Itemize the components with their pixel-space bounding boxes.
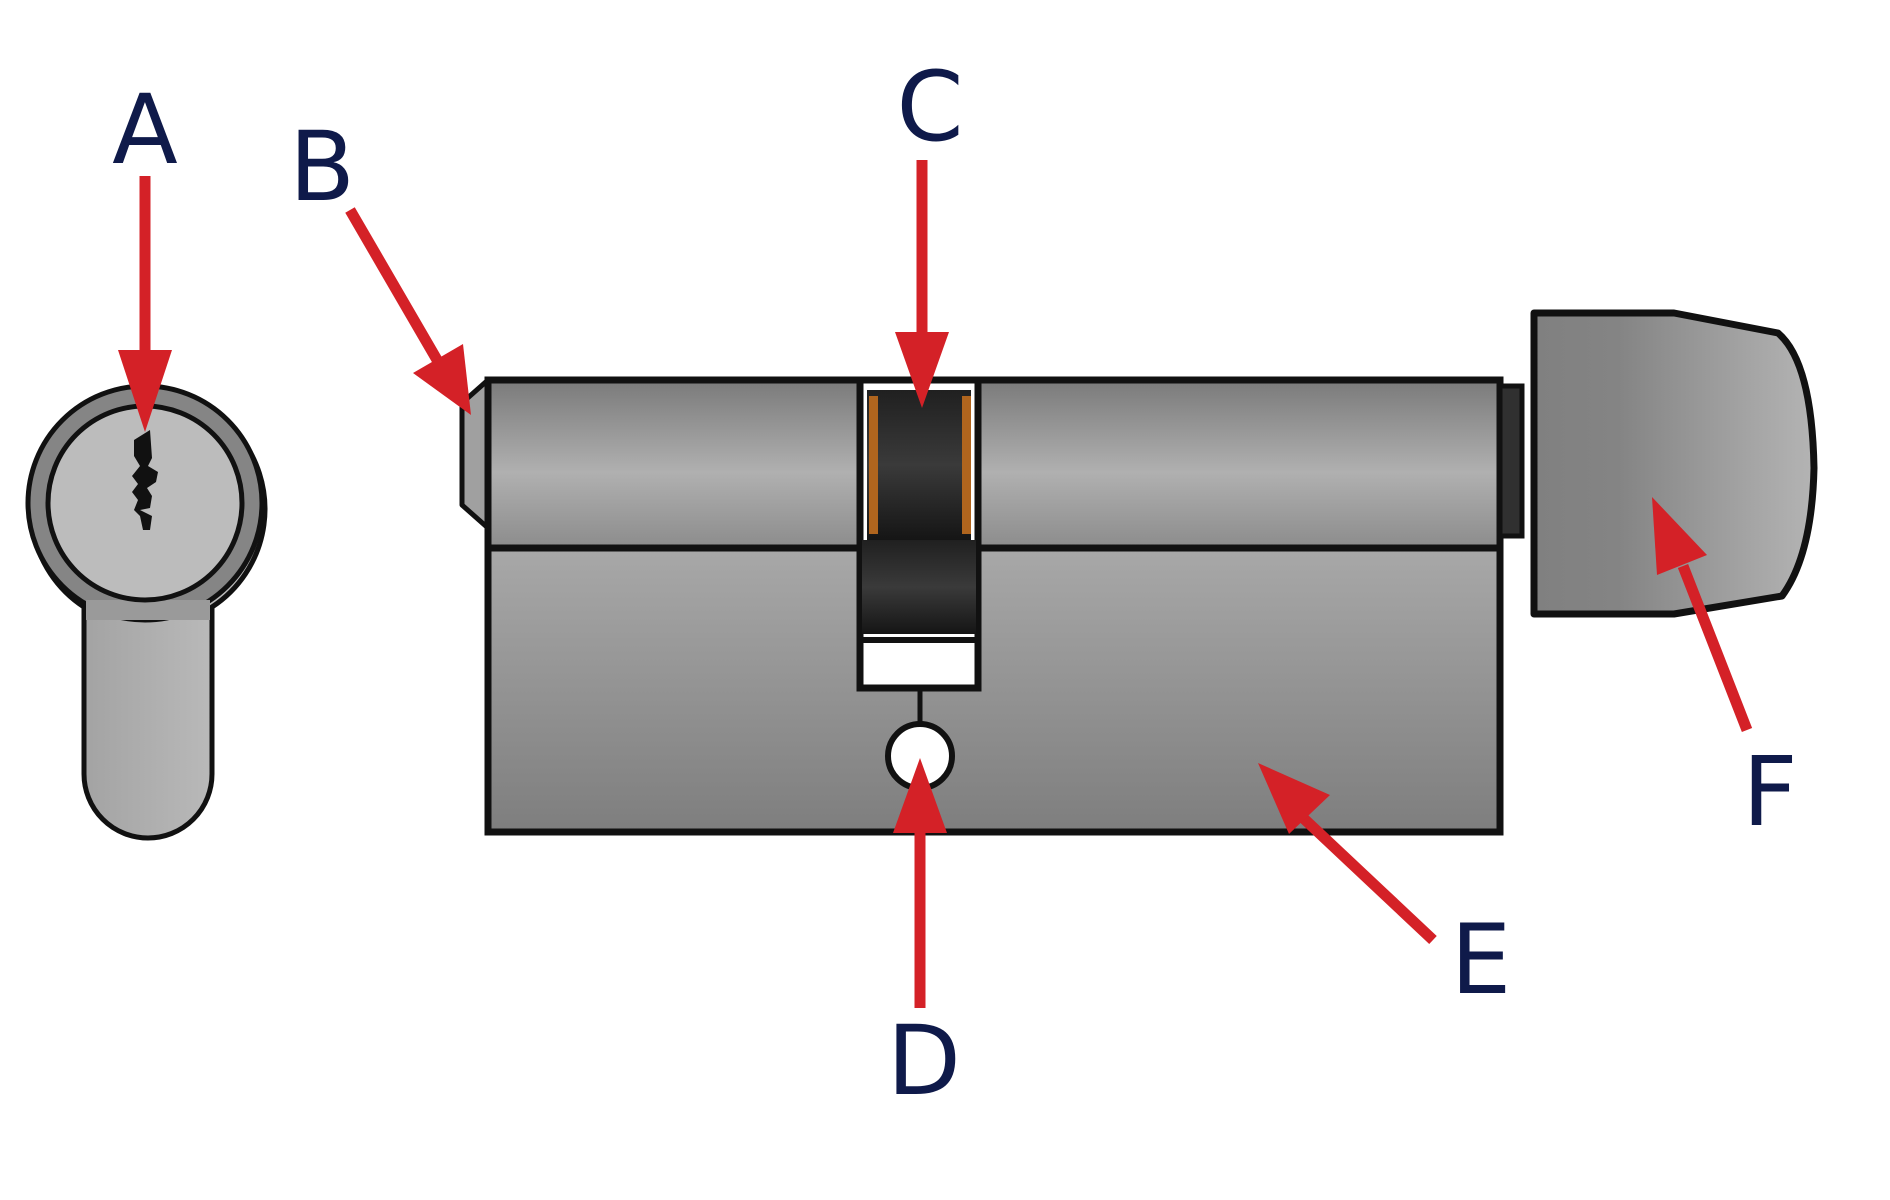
cam	[862, 390, 976, 643]
arrow-e	[1258, 763, 1437, 945]
label-d: D	[887, 1005, 961, 1117]
arrow-d	[893, 758, 947, 1008]
keyway-slot	[132, 430, 158, 530]
left-plug	[484, 376, 864, 552]
label-b: B	[289, 111, 355, 223]
thumb-turn	[1497, 309, 1818, 618]
callout-labels: A B C D E F	[112, 51, 1797, 1117]
label-f: F	[1742, 736, 1797, 848]
arrow-f	[1652, 497, 1753, 732]
thumb-turn-spindle	[1497, 383, 1525, 539]
arrow-a	[118, 176, 172, 432]
profile-lower-fill	[86, 600, 210, 620]
cylinder-end-profile	[25, 383, 268, 841]
label-e: E	[1451, 904, 1512, 1016]
callout-arrows	[118, 160, 1753, 1008]
arrow-b	[345, 207, 471, 415]
cam-upper	[867, 390, 971, 540]
cam-bronze-pin-right	[962, 396, 971, 534]
arrow-c	[895, 160, 949, 408]
cam-bronze-pin-left	[869, 396, 878, 534]
right-plug	[974, 376, 1504, 552]
cam-lower	[862, 540, 976, 634]
cylinder-side-view	[459, 376, 1504, 836]
label-a: A	[112, 74, 178, 186]
cylinder-body	[484, 544, 1504, 836]
label-c: C	[896, 51, 963, 163]
thumb-turn-knob	[1530, 309, 1818, 618]
